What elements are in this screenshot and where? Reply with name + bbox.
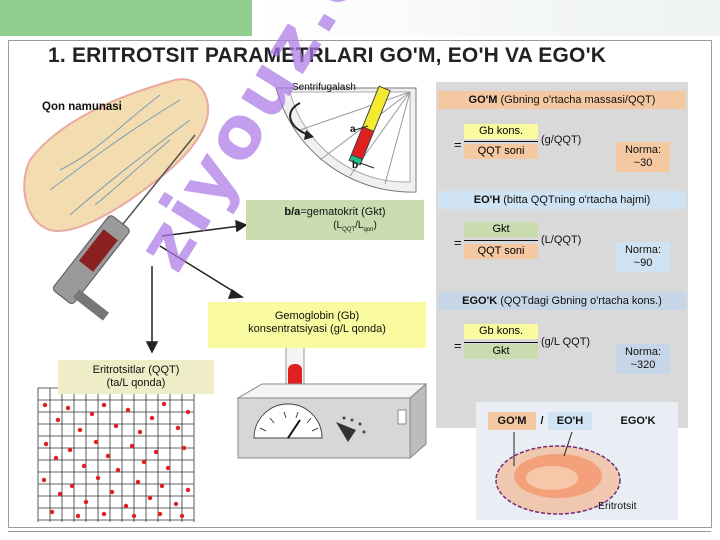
formula-gom-desc: (Gbning o'rtacha massasi/QQT)	[497, 94, 656, 106]
hematocrit-units: (LQQT/Lqon)	[246, 219, 424, 237]
hemoglobin-title: Gemoglobin (Gb)	[274, 310, 360, 322]
top-gradient-bar	[252, 0, 720, 36]
top-accent-bar	[0, 0, 252, 36]
tag-eoh: EO'H	[548, 412, 592, 430]
formula-gom-header: GO'M (Gbning o'rtacha massasi/QQT)	[438, 91, 686, 109]
formula-egok-norm-label: Norma:	[624, 346, 662, 358]
formula-gom-norm: Norma:~30	[616, 142, 670, 172]
tag-egok: EGO'K	[620, 415, 656, 427]
formula-eoh-norm-value: ~90	[633, 257, 653, 269]
hemoglobin-box: Gemoglobin (Gb) konsentratsiyasi (g/L qo…	[208, 302, 426, 348]
formula-egok-equals: =	[454, 338, 462, 353]
arrow-to-hemoglobin	[159, 245, 245, 299]
tag-slash: /	[540, 415, 544, 427]
formula-eoh-abbr: EO'H	[473, 194, 501, 206]
page-title: 1. ERITROTSIT PARAMETRLARI GO'M, EO'H VA…	[48, 44, 607, 67]
formula-eoh-denominator: QQT soni	[464, 244, 538, 259]
centrifuge-illustration	[275, 85, 417, 193]
tag-gom: GO'M	[488, 412, 536, 430]
formula-eoh-equals: =	[454, 235, 462, 250]
arrow-to-hematocrit	[161, 219, 248, 237]
formula-gom-abbr: GO'M	[468, 94, 498, 106]
hematocrit-ratio: b/a	[284, 206, 301, 218]
formula-eoh-fraction-bar	[464, 240, 538, 241]
hematocrit-unit-close: )	[373, 220, 377, 231]
syringe-illustration	[52, 134, 196, 321]
vein-lines	[49, 94, 191, 216]
centrifuge-tube	[348, 85, 391, 166]
red-blood-cells	[41, 401, 191, 519]
hematocrit-unit-sub1: QQT	[342, 227, 356, 233]
hemoglobin-unit: konsentratsiyasi (g/L qonda)	[248, 323, 386, 335]
formula-gom-norm-value: ~30	[633, 157, 653, 169]
formula-egok-abbr: EGO'K	[462, 295, 498, 307]
formula-eoh-header: EO'H (bitta QQTning o'rtacha hajmi)	[438, 191, 686, 209]
arrow-to-rbc	[145, 266, 159, 354]
centrifugation-label: Sentrifugalash	[292, 82, 356, 93]
hematocrit-unit-open: (L	[333, 220, 343, 231]
rbc-box: Eritrotsitlar (QQT) (ta/L qonda)	[58, 360, 214, 394]
formula-gom-equals: =	[454, 137, 462, 152]
formula-gom-norm-label: Norma:	[624, 144, 662, 156]
rbc-unit: (ta/L qonda)	[106, 377, 166, 389]
formula-gom-denominator: QQT soni	[464, 144, 538, 159]
formula-eoh-norm: Norma:~90	[616, 242, 670, 272]
erythrocyte-illustration	[495, 431, 621, 515]
formula-eoh-norm-label: Norma:	[624, 244, 662, 256]
rbc-title: Eritrotsitlar (QQT)	[92, 364, 180, 376]
blood-sample-label: Qon namunasi	[42, 101, 122, 113]
formula-egok-unit: (g/L QQT)	[541, 336, 591, 348]
formula-egok-desc: (QQTdagi Gbning o'rtacha kons.)	[497, 295, 662, 307]
hematocrit-box: b/a=gematokrit (Gkt) (LQQT/Lqon)	[246, 200, 424, 240]
formula-egok-norm: Norma:~320	[616, 344, 670, 374]
photometer-device	[236, 382, 428, 460]
tube-label-a: a	[350, 124, 356, 135]
hematocrit-definition: b/a=gematokrit (Gkt)	[246, 206, 424, 219]
formula-egok-denominator: Gkt	[464, 344, 538, 359]
formula-eoh-desc: (bitta QQTning o'rtacha hajmi)	[500, 194, 651, 206]
tube-label-b: b	[352, 160, 359, 171]
formula-eoh-numerator: Gkt	[464, 222, 538, 237]
formula-egok-header: EGO'K (QQTdagi Gbning o'rtacha kons.)	[438, 292, 686, 310]
bottom-divider	[8, 531, 711, 532]
hematocrit-unit-sub2: qon	[363, 227, 374, 233]
formula-egok-fraction-bar	[464, 342, 538, 343]
formula-egok-numerator: Gb kons.	[464, 324, 538, 339]
formula-egok-norm-value: ~320	[630, 359, 656, 371]
formula-gom-numerator: Gb kons.	[464, 124, 538, 139]
hematocrit-unit-slash: /L	[355, 220, 364, 231]
formula-gom-fraction-bar	[464, 141, 538, 142]
erythrocyte-label: Eritrotsit	[598, 500, 637, 512]
formula-eoh-unit: (L/QQT)	[541, 234, 582, 246]
formula-gom-unit: (g/QQT)	[541, 134, 582, 146]
hematocrit-title: =gematokrit (Gkt)	[300, 206, 386, 218]
counting-grid	[37, 387, 195, 522]
arm-illustration	[23, 78, 210, 232]
